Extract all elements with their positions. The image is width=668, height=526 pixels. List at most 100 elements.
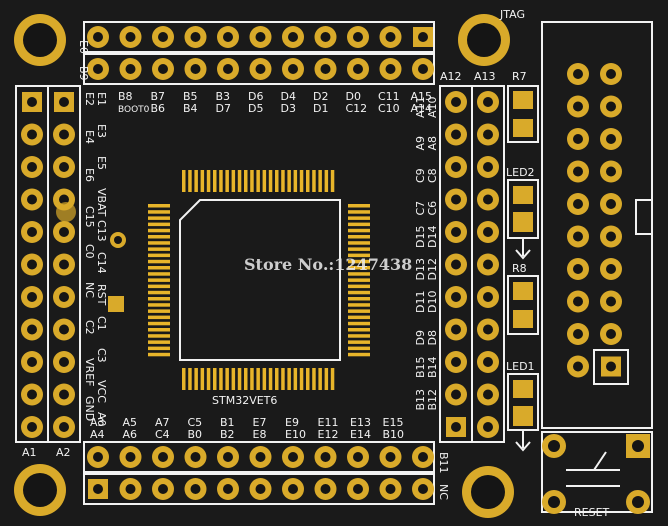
right-label-a: D15 bbox=[414, 226, 427, 248]
jtag-pad bbox=[567, 63, 589, 85]
chip-pin bbox=[219, 368, 223, 390]
left-label-a: C0 bbox=[83, 244, 96, 259]
chip-pin bbox=[330, 170, 335, 192]
chip-pin bbox=[293, 170, 298, 192]
chip-pin bbox=[148, 321, 170, 326]
left-label-b: C3 bbox=[95, 348, 108, 363]
chip-pin bbox=[281, 170, 285, 192]
right-pad-b bbox=[477, 286, 499, 308]
chip-pin bbox=[148, 235, 170, 239]
left-label-b: C14 bbox=[95, 252, 108, 274]
right-label-a: C7 bbox=[414, 201, 427, 216]
bottom-pad-upper bbox=[314, 446, 337, 468]
chip-pins-bottom bbox=[182, 368, 335, 390]
right-pad-b bbox=[477, 123, 499, 146]
chip-pin bbox=[275, 170, 279, 192]
chip-pin bbox=[348, 204, 370, 208]
bottom-label-lower: E14 bbox=[350, 428, 371, 441]
bottom-pad-lower bbox=[249, 478, 272, 500]
label-e0: E0 bbox=[77, 40, 90, 54]
chip-pin bbox=[148, 216, 170, 220]
left-label-a: E6 bbox=[83, 168, 96, 182]
top-label-lower: D5 bbox=[248, 102, 263, 115]
right-label-b: D10 bbox=[426, 291, 439, 313]
top-label-upper: D4 bbox=[281, 90, 296, 103]
jtag-pad bbox=[600, 160, 622, 183]
left-label-a: E4 bbox=[83, 130, 96, 144]
chip-pin bbox=[348, 309, 370, 313]
chip-pin bbox=[348, 278, 370, 282]
right-pad-b bbox=[477, 383, 499, 406]
left-label-a: C15 bbox=[83, 206, 96, 228]
left-pad-b bbox=[53, 221, 75, 243]
chip-pin bbox=[148, 340, 170, 344]
chip-pin bbox=[348, 259, 370, 264]
left-header-a-pads bbox=[21, 92, 43, 438]
top-pad-upper bbox=[413, 27, 433, 47]
top-label-lower: B4 bbox=[183, 102, 198, 115]
chip-pin bbox=[262, 368, 267, 390]
right-pad-a bbox=[445, 188, 467, 211]
top-pad-upper bbox=[87, 26, 109, 48]
bottom-label-lower: E10 bbox=[285, 428, 306, 441]
left-label-b: E1 bbox=[95, 92, 108, 106]
chip-pin bbox=[348, 210, 370, 214]
chip-pin bbox=[306, 368, 310, 390]
left-label-b: E3 bbox=[95, 124, 108, 138]
bottom-pad-lower bbox=[152, 478, 174, 500]
chip-pin bbox=[148, 266, 170, 270]
jtag-key bbox=[635, 199, 653, 235]
chip-pin bbox=[348, 315, 370, 320]
top-label-upper: D2 bbox=[313, 90, 328, 103]
chip-pin bbox=[306, 170, 310, 192]
right-pad-a bbox=[445, 253, 467, 276]
bottom-label-upper: A7 bbox=[155, 416, 170, 429]
left-label-a: E2 bbox=[83, 92, 96, 106]
r7-resistor bbox=[507, 85, 539, 143]
bottom-label-upper: B1 bbox=[220, 416, 235, 429]
bottom-pad-lower bbox=[88, 479, 108, 499]
right-pad-b bbox=[477, 351, 499, 373]
chip-pin bbox=[148, 228, 170, 233]
jtag-pad bbox=[567, 128, 589, 150]
bottom-label-upper: E11 bbox=[318, 416, 339, 429]
jtag-pad bbox=[567, 193, 589, 215]
bottom-header-upper-pads bbox=[87, 446, 434, 468]
chip-pin bbox=[148, 210, 170, 214]
chip-pin bbox=[148, 328, 170, 332]
chip-pin bbox=[299, 170, 304, 192]
chip-pin bbox=[348, 247, 370, 251]
r8-resistor: R8 bbox=[507, 262, 539, 335]
mcu-chip: STM32VET6 bbox=[148, 170, 370, 407]
label-b11: B11 bbox=[437, 452, 450, 474]
top-label-lower: C12 bbox=[346, 102, 368, 115]
left-pad-a bbox=[21, 156, 43, 178]
right-label-a: D9 bbox=[414, 330, 427, 345]
chip-pin bbox=[231, 170, 236, 192]
bottom-label-upper: E9 bbox=[285, 416, 299, 429]
chip-pin bbox=[148, 284, 170, 289]
right-label-b: D8 bbox=[426, 330, 439, 345]
bottom-label-upper: C5 bbox=[188, 416, 203, 429]
chip-pin bbox=[244, 170, 248, 192]
chip-pin bbox=[348, 328, 370, 332]
left-pad-a bbox=[21, 286, 43, 308]
jtag-pad bbox=[600, 128, 622, 150]
top-header-upper-outline bbox=[83, 21, 435, 53]
chip-pin bbox=[200, 170, 205, 192]
reset-switch[interactable]: RESET bbox=[541, 431, 653, 519]
chip-pin bbox=[148, 290, 170, 295]
bottom-label-upper: A5 bbox=[123, 416, 138, 429]
right-label-a: B15 bbox=[414, 356, 427, 378]
chip-pin bbox=[182, 170, 186, 192]
chip-pins-left bbox=[148, 204, 170, 357]
chip-pin bbox=[348, 216, 370, 220]
right-pad-b bbox=[477, 253, 499, 276]
chip-pin bbox=[237, 368, 242, 390]
chip-pin bbox=[148, 278, 170, 282]
chip-pin bbox=[348, 297, 370, 301]
bottom-pad-upper bbox=[184, 446, 207, 468]
top-label-lower: A14 bbox=[411, 102, 433, 115]
left-pad-a bbox=[21, 221, 43, 243]
top-label-upper: C11 bbox=[378, 90, 400, 103]
